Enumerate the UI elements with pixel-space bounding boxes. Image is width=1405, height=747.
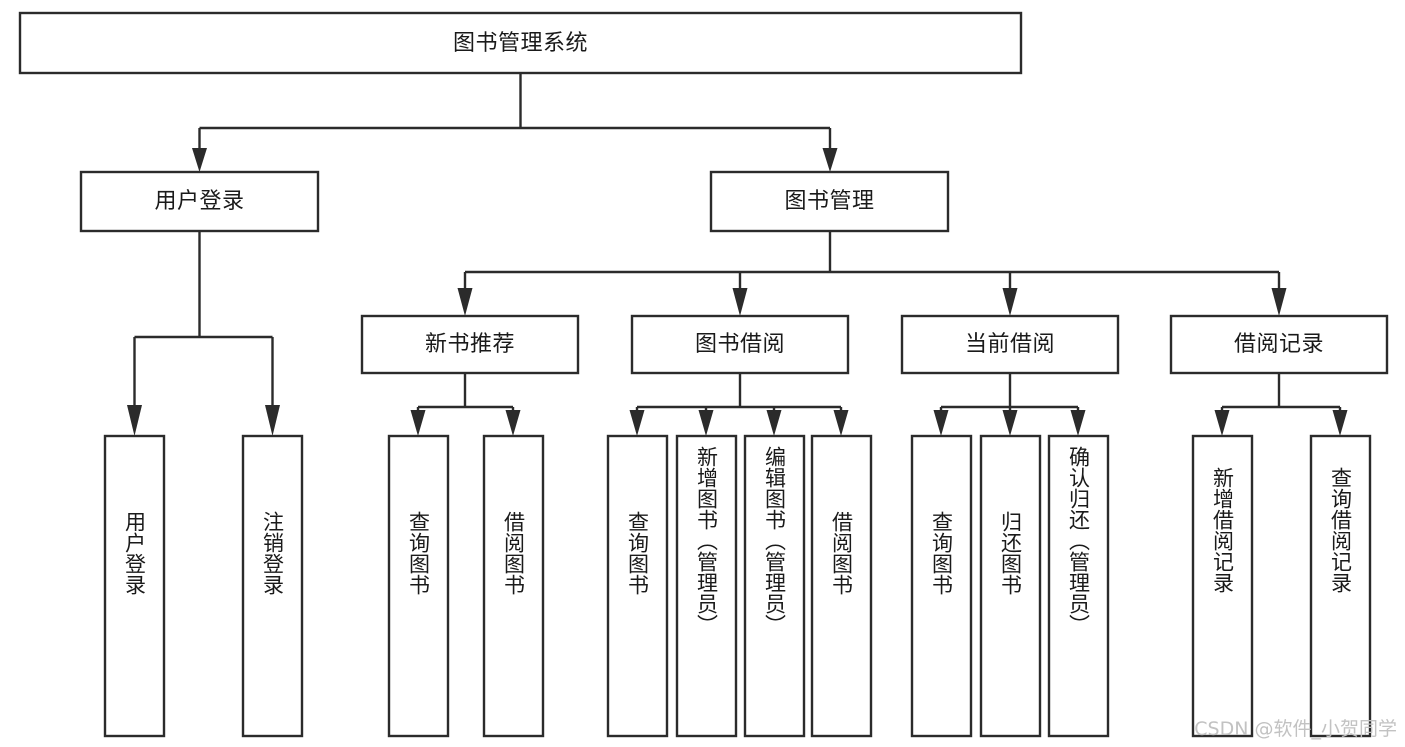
leaf-current-borrow-2[interactable]: 归还图书 <box>979 434 1042 738</box>
leaf-borrow-record-1[interactable]: 新增借阅记录 <box>1191 434 1254 738</box>
node-borrow-record[interactable]: 借阅记录 <box>1169 314 1389 375</box>
leaf-new-book-2[interactable]: 借阅图书 <box>482 434 545 738</box>
arrow-new-book-leaf2 <box>505 410 521 436</box>
leaf-new-book-1-label: 查询图书 <box>407 511 431 595</box>
leaf-book-borrow-2-box[interactable] <box>675 434 738 738</box>
leaf-user-login-2-label: 注销登录 <box>261 511 285 595</box>
leaf-current-borrow-3-box[interactable] <box>1047 434 1110 738</box>
leaf-borrow-record-2[interactable]: 查询借阅记录 <box>1309 434 1372 738</box>
leaf-user-login-2-box[interactable] <box>241 434 304 738</box>
leaf-book-borrow-1-box[interactable] <box>606 434 669 738</box>
arrow-root-to-user-login <box>192 148 207 172</box>
node-current-borrow-box[interactable] <box>900 314 1120 375</box>
node-book-management-box[interactable] <box>709 170 950 233</box>
leaf-book-borrow-2-label: 新增图书（管理员） <box>695 446 719 635</box>
leaf-user-login-2[interactable]: 注销登录 <box>241 434 304 738</box>
arrow-user-login-leaf1 <box>127 405 142 436</box>
arrow-root-to-book-mgmt <box>822 148 838 172</box>
leaf-current-borrow-1[interactable]: 查询图书 <box>910 434 973 738</box>
node-book-borrow-box[interactable] <box>630 314 850 375</box>
node-new-book-recommend-box[interactable] <box>360 314 580 375</box>
leaf-new-book-2-box[interactable] <box>482 434 545 738</box>
node-root-box[interactable] <box>18 11 1023 75</box>
node-borrow-record-box[interactable] <box>1169 314 1389 375</box>
arrow-new-book-leaf1 <box>410 410 426 436</box>
node-root[interactable]: 图书管理系统 <box>18 11 1023 75</box>
arrow-current-borrow-leaf1 <box>933 410 949 436</box>
node-user-login-box[interactable] <box>79 170 320 233</box>
leaf-new-book-2-label: 借阅图书 <box>502 511 526 595</box>
arrow-book-borrow-leaf1 <box>629 410 645 436</box>
leaf-borrow-record-1-box[interactable] <box>1191 434 1254 738</box>
arrow-current-borrow-leaf3 <box>1070 410 1086 436</box>
node-user-login[interactable]: 用户登录 <box>79 170 320 233</box>
arrow-to-current-borrow <box>1002 288 1018 316</box>
arrow-borrow-record-leaf1 <box>1214 410 1230 436</box>
node-current-borrow-label: 当前借阅 <box>965 332 1055 357</box>
node-user-login-label: 用户登录 <box>154 189 244 214</box>
node-book-borrow-label: 图书借阅 <box>695 332 785 357</box>
leaf-current-borrow-3[interactable]: 确认归还（管理员） <box>1047 434 1110 738</box>
arrow-book-borrow-leaf4 <box>833 410 849 436</box>
arrow-to-borrow-record <box>1271 288 1287 316</box>
leaf-new-book-1-box[interactable] <box>387 434 450 738</box>
arrow-borrow-record-leaf2 <box>1332 410 1348 436</box>
leaf-book-borrow-2[interactable]: 新增图书（管理员） <box>675 434 738 738</box>
leaf-book-borrow-4-box[interactable] <box>810 434 873 738</box>
leaf-current-borrow-2-box[interactable] <box>979 434 1042 738</box>
node-borrow-record-label: 借阅记录 <box>1234 332 1324 357</box>
node-new-book-recommend[interactable]: 新书推荐 <box>360 314 580 375</box>
arrow-to-book-borrow <box>732 288 748 316</box>
leaf-borrow-record-2-label: 查询借阅记录 <box>1329 467 1353 593</box>
node-current-borrow[interactable]: 当前借阅 <box>900 314 1120 375</box>
connector-layer <box>127 73 1348 436</box>
leaf-book-borrow-3-label: 编辑图书（管理员） <box>763 446 787 635</box>
leaf-book-borrow-4-label: 借阅图书 <box>830 511 854 595</box>
leaf-borrow-record-1-label: 新增借阅记录 <box>1211 467 1235 593</box>
leaf-book-borrow-4[interactable]: 借阅图书 <box>810 434 873 738</box>
arrow-book-borrow-leaf2 <box>698 410 714 436</box>
leaf-book-borrow-1-label: 查询图书 <box>626 511 650 595</box>
arrow-book-borrow-leaf3 <box>766 410 782 436</box>
leaf-new-book-1[interactable]: 查询图书 <box>387 434 450 738</box>
leaf-borrow-record-2-box[interactable] <box>1309 434 1372 738</box>
node-new-book-recommend-label: 新书推荐 <box>425 332 515 357</box>
leaf-current-borrow-2-label: 归还图书 <box>999 511 1023 595</box>
arrow-current-borrow-leaf2 <box>1002 410 1018 436</box>
leaf-user-login-1[interactable]: 用户登录 <box>103 434 166 738</box>
leaf-current-borrow-1-box[interactable] <box>910 434 973 738</box>
leaf-book-borrow-3-box[interactable] <box>743 434 806 738</box>
node-root-label: 图书管理系统 <box>453 31 588 56</box>
leaf-current-borrow-3-label: 确认归还（管理员） <box>1067 446 1091 635</box>
leaf-current-borrow-1-label: 查询图书 <box>930 511 954 595</box>
node-book-borrow[interactable]: 图书借阅 <box>630 314 850 375</box>
node-book-management-label: 图书管理 <box>784 189 874 214</box>
leaf-user-login-1-box[interactable] <box>103 434 166 738</box>
leaf-user-login-1-label: 用户登录 <box>123 511 147 595</box>
node-book-management[interactable]: 图书管理 <box>709 170 950 233</box>
arrow-user-login-leaf2 <box>265 405 280 436</box>
leaf-book-borrow-1[interactable]: 查询图书 <box>606 434 669 738</box>
arrow-to-new-book <box>457 288 473 316</box>
leaf-book-borrow-3[interactable]: 编辑图书（管理员） <box>743 434 806 738</box>
